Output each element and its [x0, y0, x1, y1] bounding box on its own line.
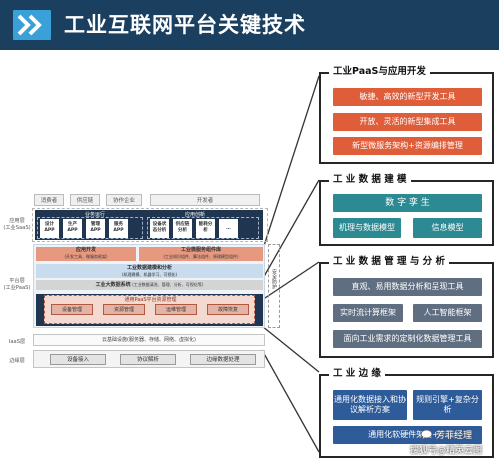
app-dev-bar: 应用开发 (开发工具、微服务框架): [36, 247, 136, 261]
header-banner: 工业互联网平台关键技术: [0, 0, 499, 50]
panel-edge: 工 业 边 缘 通用化数据接入和协议解析方案 规则引擎+复杂分析 通用化软硬件架…: [319, 367, 494, 458]
modeling-sub: (机理建模、机器学习、可视化): [121, 272, 178, 277]
edge-data-processing: 边缘数据处理: [190, 354, 256, 365]
chip-developers: 开发者: [150, 194, 260, 206]
app-dev-sub: (开发工具、微服务框架): [64, 254, 108, 259]
panel-paas: 工业PaaS与应用开发 敏捷、高效的新型开发工具 开放、灵活的新型集成工具 新型…: [319, 65, 494, 164]
modeling-item-digital-twin: 数 字 孪 生: [333, 194, 482, 212]
layer-label-edge: 边缘层: [9, 358, 25, 364]
modeling-bar: 工业数据建模和分析 (机理建模、机器学习、可视化): [36, 264, 263, 278]
edge-item-data-access: 通用化数据接入和协议解析方案: [333, 390, 407, 420]
architecture-diagram: 消费者 供应链 协作企业 开发者 应用层 (工业SaaS) 平台层 (工业Paa…: [0, 188, 290, 378]
business-group: [37, 217, 143, 239]
panel-edge-title: 工 业 边 缘: [329, 367, 385, 381]
watermark: 芳菲经理 搜狐号@精英云图: [410, 428, 498, 458]
paas-item-microservice: 新型微服务架构+资源编排管理: [333, 137, 482, 155]
data-item-stream: 实时流计算框架: [333, 304, 403, 322]
chip-supply-chain: 供应链: [70, 194, 100, 206]
app-cell-service: 服务 APP: [109, 219, 128, 238]
double-chevron-icon: [13, 10, 51, 40]
app-cell-supply-chain: 供应链 分析: [173, 219, 192, 238]
app-cell-design: 设计 APP: [40, 219, 59, 238]
chat-bubble-icon: [420, 429, 433, 440]
watermark-line2: 搜狐号@精英云图: [410, 446, 483, 456]
edge-protocol: 协议解析: [120, 354, 176, 365]
micro-components-bar: 工业微服务组件库 (工业知识组件、算法组件、原理模型组件): [139, 247, 263, 261]
paas-item-integration: 开放、灵活的新型集成工具: [333, 113, 482, 131]
app-layer-frame: [32, 208, 268, 242]
app-cell-more: …: [219, 219, 238, 238]
paas-module-ops: 运维管理: [155, 304, 197, 315]
paas-module-device: 设备管理: [51, 304, 93, 315]
panel-modeling: 工 业 数 据 建 模 数 字 孪 生 机理与数据模型 信息模型: [319, 173, 494, 246]
paas-inner: 通用PaaS平台资源管理 设备管理 资源管理 运维管理 故障恢复: [44, 295, 255, 324]
edge-device-access: 设备接入: [50, 354, 106, 365]
app-dev-label: 应用开发: [75, 247, 96, 253]
panel-paas-title: 工业PaaS与应用开发: [329, 65, 430, 79]
modeling-item-mechanism: 机理与数据模型: [333, 218, 401, 238]
app-cell-device-state: 设备状 态分析: [150, 219, 169, 238]
panel-data-mgmt: 工 业 数 据 管 理 与 分 析 直观、易用数据分析和呈现工具 实时流计算框架…: [319, 255, 494, 358]
innovation-group: [147, 217, 259, 239]
panel-modeling-title: 工 业 数 据 建 模: [329, 173, 411, 187]
micro-components-sub: (工业知识组件、算法组件、原理模型组件): [163, 254, 239, 259]
chip-consumer: 消费者: [34, 194, 64, 206]
security-side-bar: 安全防护: [268, 244, 280, 328]
watermark-line1: 芳菲经理: [436, 431, 473, 441]
paas-module-resource: 资源管理: [103, 304, 145, 315]
innovation-section-label: 应用创新: [184, 212, 205, 218]
iaas-bar: 云基础设施(服务器、存储、网络、虚拟化): [33, 334, 265, 346]
app-cell-production: 生产 APP: [63, 219, 82, 238]
security-label: 安全防护: [271, 269, 277, 289]
layer-label-platform: 平台层 (工业PaaS): [3, 278, 31, 291]
micro-components-label: 工业微服务组件库: [180, 247, 221, 253]
data-item-custom-tools: 面向工业需求的定制化数据管理工具: [333, 330, 482, 348]
paas-frame-label: 通用PaaS平台资源管理: [124, 297, 177, 303]
paas-frame: 通用PaaS平台资源管理 设备管理 资源管理 运维管理 故障恢复: [36, 294, 263, 326]
modeling-label: 工业数据建模和分析: [126, 265, 172, 271]
layer-label-app: 应用层 (工业SaaS): [3, 218, 31, 231]
bigdata-sub: (工业数据清洗、管理、分析、可视化等): [132, 282, 204, 287]
business-section-label: 业务运行: [84, 212, 105, 218]
edge-item-rules-engine: 规则引擎+复杂分析: [413, 390, 482, 420]
edge-item-hardware: 通用化软硬件架构+…: [333, 426, 482, 444]
app-cell-management: 管理 APP: [86, 219, 105, 238]
data-item-ai: 人工智能框架: [413, 304, 482, 322]
chip-partners: 协作企业: [106, 194, 142, 206]
modeling-item-info-model: 信息模型: [413, 218, 482, 238]
edge-layer: 设备接入 协议解析 边缘数据处理: [33, 350, 265, 368]
paas-module-recovery: 故障恢复: [207, 304, 249, 315]
data-item-analysis-tools: 直观、易用数据分析和呈现工具: [333, 278, 482, 296]
bigdata-label: 工业大数据系统: [95, 282, 131, 288]
paas-item-dev-tools: 敏捷、高效的新型开发工具: [333, 88, 482, 106]
layer-label-iaas: IaaS层: [8, 339, 26, 345]
page-title: 工业互联网平台关键技术: [64, 13, 306, 37]
bigdata-bar: 工业大数据系统 (工业数据清洗、管理、分析、可视化等): [36, 280, 263, 290]
panel-data-mgmt-title: 工 业 数 据 管 理 与 分 析: [329, 255, 449, 269]
app-cell-energy: 能耗分 析: [196, 219, 215, 238]
